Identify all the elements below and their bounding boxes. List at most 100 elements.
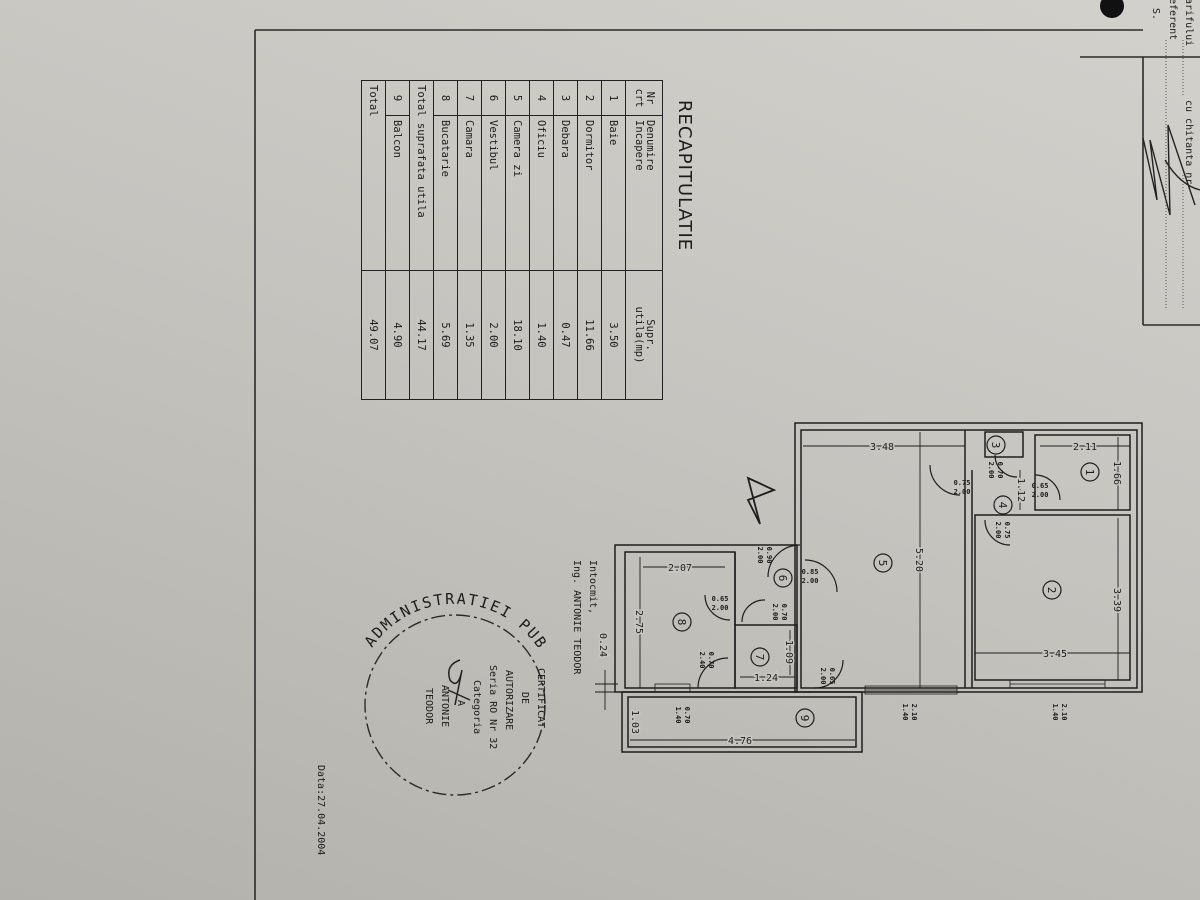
room-number-6: 6 (776, 575, 789, 582)
dim-room7-width: 1.24 (754, 673, 778, 684)
row-area: 0.47 (553, 270, 578, 400)
opening-label: 0.652.00 (1032, 482, 1049, 499)
header-text-2: eferent (1167, 0, 1178, 40)
window-height: 1.40 (1051, 704, 1059, 721)
opening-height: 2.40 (698, 652, 706, 669)
row-nr: 7 (457, 80, 482, 116)
total-label: Total (361, 80, 386, 271)
opening-label: 0.701.40 (674, 707, 691, 724)
dim-room2-length: 3.39 (1111, 588, 1122, 612)
row-name: Oficiu (529, 115, 554, 271)
opening-height: 2.00 (1032, 491, 1049, 499)
table-header: Nr crt Denumire Incapere Supr. utila(mp) (625, 80, 663, 400)
opening-width: 0.85 (802, 568, 819, 576)
opening-height: 2.00 (987, 462, 995, 479)
stamp-line-1: CERTIFICAT (535, 668, 546, 728)
prepared-by-label: Intocmit, (587, 560, 598, 614)
document-date: Data:27.04.2004 (315, 765, 326, 855)
opening-width: 0.70 (996, 462, 1004, 479)
room-number-7: 7 (753, 654, 766, 661)
opening-label: 0.852.00 (802, 568, 819, 585)
recap-table: Nr crt Denumire Incapere Supr. utila(mp)… (361, 80, 663, 400)
opening-height: 2.00 (819, 668, 827, 685)
row-area: 11.66 (577, 270, 602, 400)
stamp-line-6: A (455, 700, 466, 706)
recap-section: RECAPITULATIE Nr crt Denumire Incapere S… (335, 80, 705, 410)
window-label: 2.101.40 (1051, 704, 1068, 721)
engineer-name: Ing. ANTONIE TEODOR (571, 560, 582, 675)
row-area: 1.35 (457, 270, 482, 400)
header-nr: Nr crt (625, 80, 663, 116)
dim-room2-width: 3.45 (1043, 649, 1067, 660)
opening-label: 0.752.00 (994, 522, 1011, 539)
stamp-line-3: AUTORIZARE (503, 670, 514, 730)
total-area: 49.07 (361, 270, 386, 400)
header-text-1: arifului (1183, 0, 1194, 46)
header-text-3: S. (1150, 8, 1161, 20)
hole-mark (1100, 0, 1124, 18)
opening-width: 0.70 (707, 652, 715, 669)
row-area: 4.90 (385, 270, 410, 400)
row-nr: 3 (553, 80, 578, 116)
north-arrow-icon (746, 476, 777, 525)
row-nr: 4 (529, 80, 554, 116)
dim-balcony-width: 1.03 (629, 710, 640, 734)
dim-room1-width: 2.11 (1073, 442, 1097, 453)
row-name: Vestibul (481, 115, 506, 271)
signature-top (1142, 124, 1200, 216)
row-nr: 2 (577, 80, 602, 116)
dim-room5-width: 3.48 (870, 442, 894, 453)
room-number-3: 3 (989, 442, 1002, 449)
room-number-8: 8 (675, 619, 688, 626)
row-name: Camera zi (505, 115, 530, 271)
header-name: Denumire Incapere (625, 115, 663, 271)
row-name: Baie (601, 115, 626, 271)
opening-label: 0.652.00 (819, 668, 836, 685)
dim-kitchen-length: 2.75 (633, 610, 644, 634)
recap-title: RECAPITULATIE (674, 100, 695, 252)
window-height: 1.40 (901, 704, 909, 721)
stamp-line-7: ANTONIE (439, 685, 450, 727)
dim-hall-width: 1.12 (1015, 478, 1026, 502)
opening-height: 2.00 (756, 547, 764, 564)
room-number-9: 9 (798, 715, 811, 722)
row-area: 5.69 (433, 270, 458, 400)
dimension-lines (595, 432, 1130, 741)
header-box: arifului eferent S. cu chitanta nr (1100, 0, 1200, 310)
opening-width: 0.75 (954, 479, 971, 487)
opening-width: 0.65 (1032, 482, 1049, 490)
stamp-line-4: Seria RO Nr 32 (487, 665, 498, 749)
stamp-line-2: DE (519, 692, 530, 704)
room-numbers (672, 435, 1100, 728)
row-nr: 8 (433, 80, 458, 116)
opening-height: 2.00 (994, 522, 1002, 539)
row-nr: 9 (385, 80, 410, 116)
opening-label: 0.902.00 (756, 547, 773, 564)
opening-height: 2.00 (771, 604, 779, 621)
stamp-line-8: TEODOR (423, 688, 434, 725)
opening-width: 0.70 (780, 604, 788, 621)
opening-width: 0.75 (1003, 522, 1011, 539)
engineer-signature (447, 659, 471, 706)
dim-wall: 0.24 (597, 633, 608, 657)
window (654, 679, 1106, 695)
header-area: Supr. utila(mp) (625, 270, 663, 400)
window-width: 2.10 (1060, 704, 1068, 721)
dim-room1-length: 1.66 (1111, 461, 1122, 485)
opening-label: 0.702.00 (771, 604, 788, 621)
receipt-label: cu chitanta nr (1183, 100, 1194, 184)
opening-height: 1.40 (674, 707, 682, 724)
row-name: Bucatarie (433, 115, 458, 271)
row-name: Debara (553, 115, 578, 271)
dim-room5-length: 5.20 (913, 548, 924, 572)
room-number-5: 5 (876, 560, 889, 567)
